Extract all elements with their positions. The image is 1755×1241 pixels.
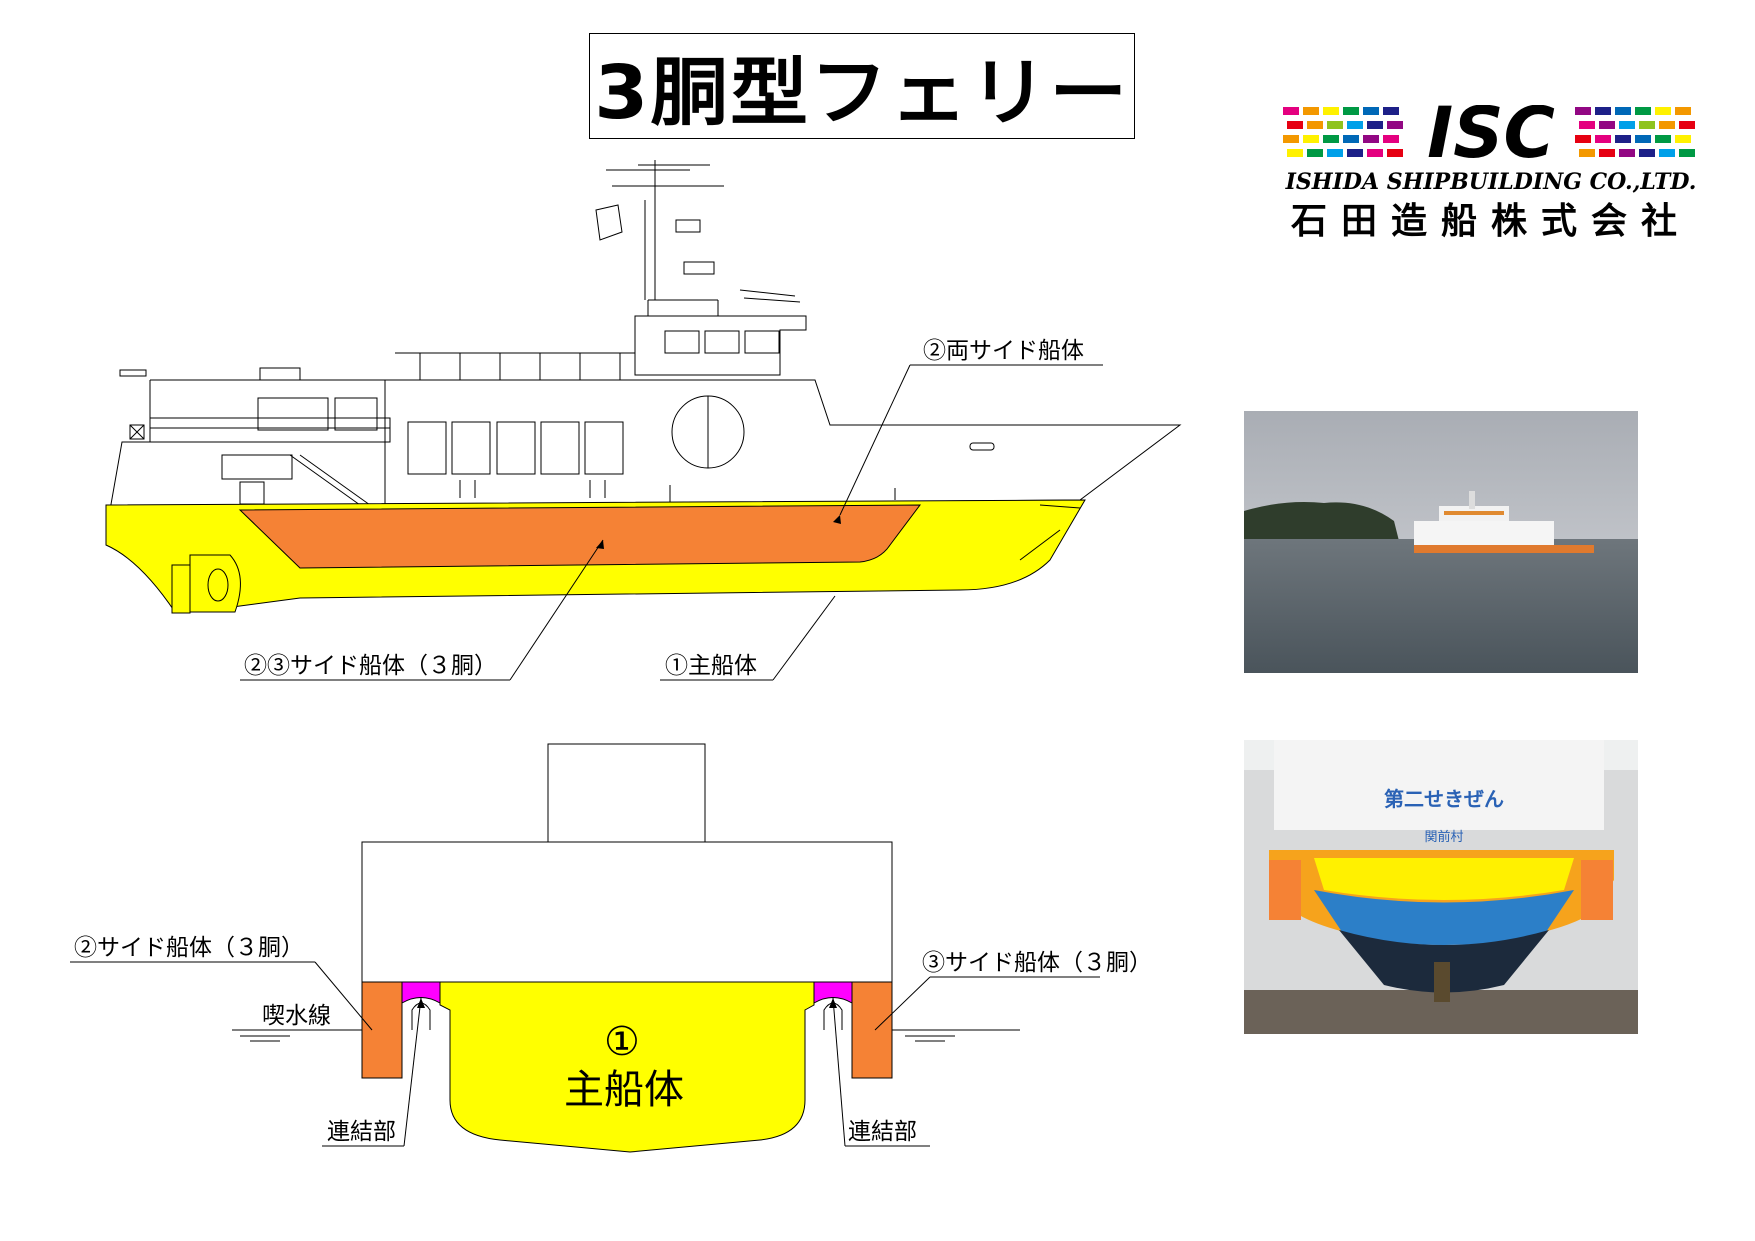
label-waterline: 喫水線 <box>262 1003 331 1029</box>
photo-ferry-at-sea <box>1244 411 1638 673</box>
propeller-rudder <box>171 554 241 614</box>
logo-company-jp: 石田造船株式会社 <box>1291 200 1691 242</box>
page-title: 3胴型フェリー <box>594 49 1130 136</box>
logo-mark: ISC <box>1427 105 1555 174</box>
label-side-hull-3: ③サイド船体（３胴） <box>922 950 1152 976</box>
main-hull-label: 主船体 <box>564 1067 684 1113</box>
cross-section-drawing <box>70 743 1100 1153</box>
title-box: 3胴型フェリー <box>589 33 1135 139</box>
section-leader-lines <box>70 961 1100 1147</box>
main-hull-number: ① <box>604 1019 640 1065</box>
section-superstructure <box>361 743 893 983</box>
joint-right <box>813 981 853 1004</box>
stern-ship-name: 第二せきぜん <box>1384 787 1504 811</box>
photo-ferry-at-sea-graphic <box>1244 411 1638 673</box>
label-side-hulls-3: ②③サイド船体（３胴） <box>244 653 497 679</box>
main-hull-section <box>439 981 815 1153</box>
superstructure <box>109 160 1182 511</box>
stern-port-name: 関前村 <box>1424 829 1463 845</box>
label-main-hull: ①主船体 <box>665 653 757 679</box>
side-hull-orange <box>238 504 922 569</box>
label-joint-left: 連結部 <box>327 1119 396 1145</box>
side-hull-3 <box>851 981 893 1079</box>
logo-stripes-left <box>1283 107 1403 157</box>
waterline <box>232 1029 1020 1042</box>
label-both-side-hulls: ②両サイド船体 <box>923 338 1084 364</box>
isc-logo-graphic: ISC ISHIDA SHIPBUILDING CO.,LTD. 石田造船株式会… <box>1283 92 1697 242</box>
leader-lines <box>240 364 1103 681</box>
ferry-in-photo <box>1414 491 1594 553</box>
side-view-drawing <box>105 160 1182 681</box>
label-joint-right: 連結部 <box>848 1119 917 1145</box>
company-logo: ISC ISHIDA SHIPBUILDING CO.,LTD. 石田造船株式会… <box>1283 92 1703 245</box>
photo-stern-in-dock: 第二せきぜん 関前村 <box>1244 740 1638 1034</box>
label-side-hull-2: ②サイド船体（３胴） <box>74 935 304 961</box>
side-hull-2 <box>361 981 403 1079</box>
logo-company-en: ISHIDA SHIPBUILDING CO.,LTD. <box>1285 169 1697 195</box>
logo-stripes-right <box>1575 107 1695 157</box>
photo-stern-graphic: 第二せきぜん 関前村 <box>1244 740 1638 1034</box>
